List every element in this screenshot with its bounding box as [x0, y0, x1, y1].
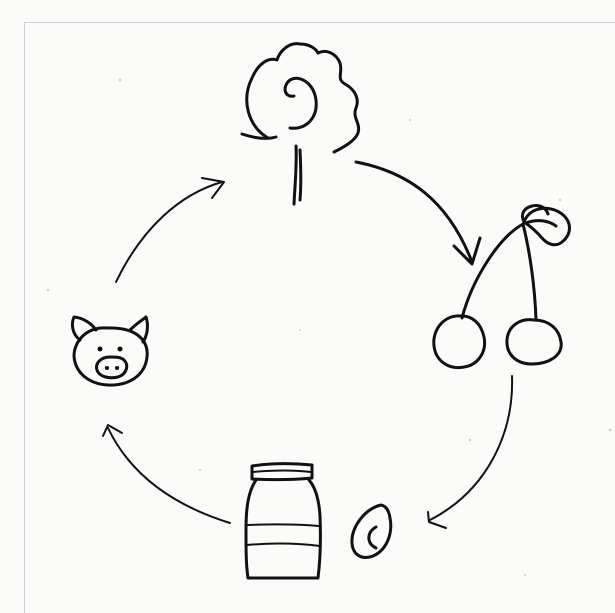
tree-trunk: [292, 144, 298, 206]
tree-canopy: [245, 42, 361, 154]
arrow-pig-to-tree: [115, 177, 225, 283]
pig-ear-right: [128, 315, 149, 344]
pig-nostril-left: [105, 366, 109, 370]
cherry-left-stem: [460, 222, 525, 320]
frame-left-edge: [24, 22, 25, 613]
pig-nostril-right: [115, 366, 119, 370]
frame-top-edge: [24, 22, 615, 23]
cherry-right-stem: [521, 222, 538, 322]
pig-head: [72, 326, 149, 387]
seed-outline: [350, 503, 393, 559]
cherry-left-fruit: [432, 314, 487, 370]
arrow-cherries-to-seed: [427, 375, 514, 529]
cherry-leaf-bud: [520, 204, 550, 224]
seed-icon: [350, 503, 393, 559]
pig-eye-right: [117, 346, 123, 352]
jar-icon: [244, 462, 322, 580]
jar-band-upper: [247, 523, 320, 527]
tree-icon: [240, 42, 361, 206]
jar-lid: [250, 462, 314, 482]
tree-swirl: [283, 76, 318, 130]
pig-snout: [95, 355, 129, 380]
pig-icon: [70, 315, 149, 387]
cherry-leaf-vein: [524, 219, 558, 228]
jar-band-lower: [246, 542, 321, 547]
jar-lid-rim: [252, 469, 312, 473]
tree-branch-left: [240, 132, 278, 140]
arrow-tree-to-cherries: [354, 160, 482, 266]
cherries-icon: [432, 204, 571, 370]
pig-eye-left: [97, 346, 103, 352]
paper-specks: [46, 78, 612, 576]
cherry-leaf: [522, 206, 571, 247]
jar-body: [244, 478, 322, 580]
pig-ear-left: [70, 315, 98, 342]
tree-trunk-base: [298, 148, 303, 202]
seed-kernel: [367, 525, 378, 550]
arrow-jar-to-pig: [102, 424, 231, 524]
cherry-right-fruit: [505, 318, 563, 366]
